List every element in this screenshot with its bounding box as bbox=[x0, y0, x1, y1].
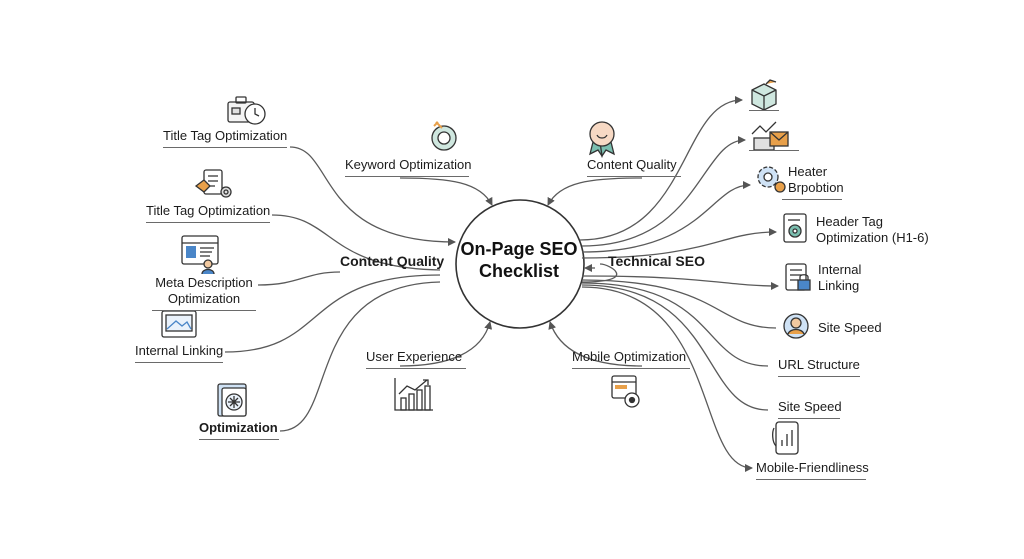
connector-left-3 bbox=[257, 271, 341, 286]
connector-left-1 bbox=[289, 146, 456, 246]
connector-left-4 bbox=[224, 274, 441, 353]
gear-cluster-icon bbox=[757, 166, 786, 193]
bar-chart-growth-icon bbox=[394, 378, 433, 411]
image-frame-icon bbox=[161, 310, 197, 338]
connector-left-2 bbox=[271, 214, 441, 271]
connector-content-top bbox=[547, 177, 643, 206]
document-gear-icon bbox=[783, 213, 807, 243]
award-ribbon-icon bbox=[589, 121, 615, 158]
document-snowflake-icon bbox=[217, 383, 247, 417]
right-item-1-label bbox=[749, 98, 779, 111]
right-item-4-line2: Optimization (H1-6) bbox=[816, 230, 929, 245]
right-item-4-line1: Header Tag bbox=[816, 214, 883, 229]
right-item-8-label: Site Speed bbox=[778, 399, 842, 419]
chart-envelope-icon bbox=[751, 121, 789, 151]
center-title: On-Page SEO Checklist bbox=[456, 238, 582, 282]
connector-right-1 bbox=[579, 96, 743, 241]
hub-bottom-left-label: User Experience bbox=[366, 349, 466, 369]
hub-top-left-label: Keyword Optimization bbox=[345, 157, 471, 177]
left-item-5-label: Optimization bbox=[199, 420, 279, 440]
center-title-line2: Checklist bbox=[478, 261, 560, 281]
connector-mobile bbox=[548, 321, 643, 367]
user-badge-icon bbox=[783, 313, 809, 339]
webpage-person-icon bbox=[181, 235, 219, 275]
connector-right-6 bbox=[581, 279, 777, 329]
connector-keyword bbox=[399, 177, 493, 206]
right-item-9-label: Mobile-Friendliness bbox=[756, 460, 869, 480]
left-item-2-label: Title Tag Optimization bbox=[146, 203, 270, 223]
right-item-3-label: Heater Brpobtion bbox=[782, 164, 844, 200]
connector-right-5 bbox=[581, 275, 779, 290]
right-item-7-label: URL Structure bbox=[778, 357, 860, 377]
left-item-4-label: Internal Linking bbox=[135, 343, 223, 363]
hub-left-label: Content Quality bbox=[340, 253, 445, 269]
right-item-4-label: Header Tag Optimization (H1-6) bbox=[816, 214, 929, 246]
center-title-line1: On-Page SEO bbox=[460, 239, 578, 259]
connector-left-5 bbox=[279, 281, 441, 432]
connector-right-3 bbox=[581, 181, 751, 253]
connector-ux bbox=[399, 321, 493, 367]
left-item-1-label: Title Tag Optimization bbox=[163, 128, 287, 148]
browser-search-icon bbox=[611, 375, 640, 408]
clipboard-gear-icon bbox=[194, 169, 232, 198]
right-item-3-line1: Heater bbox=[788, 164, 828, 179]
connector-right-9 bbox=[581, 286, 753, 472]
left-item-3-line2: Optimization bbox=[167, 291, 241, 306]
hub-right-label: Technical SEO bbox=[608, 253, 705, 269]
connector-right-8 bbox=[581, 284, 769, 411]
left-item-3-line1: Meta Description bbox=[155, 275, 253, 290]
right-item-5-line2: Linking bbox=[818, 278, 860, 293]
left-item-3-label: Meta Description Optimization bbox=[152, 275, 256, 311]
briefcase-clock-icon bbox=[227, 96, 266, 125]
connector-right-10 bbox=[581, 263, 618, 283]
phone-chart-icon bbox=[772, 421, 799, 455]
right-item-3-line2: Brpobtion bbox=[788, 180, 844, 195]
target-arrow-icon bbox=[431, 121, 457, 151]
right-item-5-line1: Internal bbox=[818, 262, 862, 277]
connector-right-2 bbox=[581, 136, 746, 247]
right-item-6-label: Site Speed bbox=[818, 320, 882, 335]
right-item-5-label: Internal Linking bbox=[818, 262, 861, 294]
right-item-2-label bbox=[749, 138, 799, 151]
box-check-icon bbox=[751, 79, 777, 111]
connector-right-7 bbox=[581, 282, 769, 367]
clipboard-lock-icon bbox=[785, 263, 811, 291]
connector-right-4 bbox=[581, 228, 777, 259]
hub-bottom-right-label: Mobile Optimization bbox=[572, 349, 690, 369]
hub-top-right-label: Content Quality bbox=[587, 157, 681, 177]
